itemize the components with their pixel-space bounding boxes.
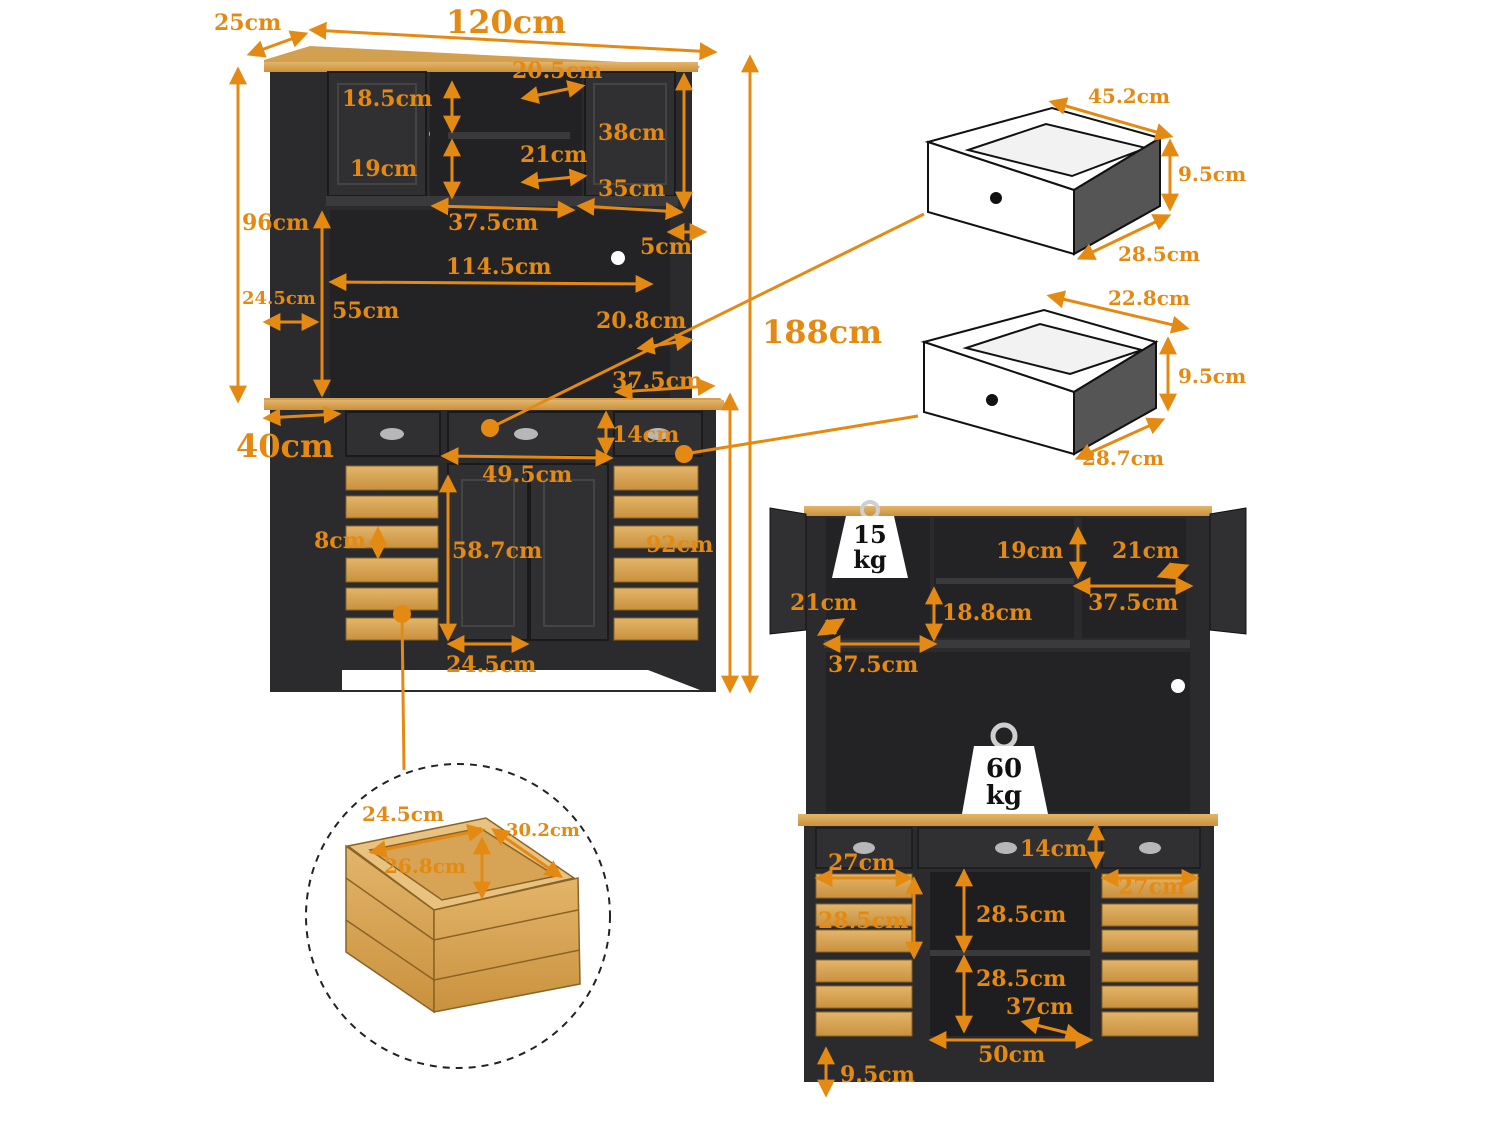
small-drawer-depth-label: 28.7cm (1082, 446, 1165, 470)
side-shelf-b-label: 19cm (350, 156, 418, 182)
large-drawer-depth-label: 28.5cm (1118, 242, 1201, 266)
callout-dot-side-drawer (675, 445, 693, 463)
width-label: 120cm (446, 3, 567, 41)
open-view-dimension-arrows (814, 526, 1200, 1098)
drawer-height-label: 14cm (612, 422, 680, 448)
back-gap-label: 5cm (640, 234, 692, 260)
left-width-label: 37.5cm (828, 652, 919, 678)
cabinet-height-label: 58.7cm (452, 538, 543, 564)
counter-load-value: 60 (985, 754, 1023, 784)
leg-height-label: 9.5cm (840, 1062, 915, 1088)
crate-detail-circle (305, 763, 611, 1069)
base-depth-label: 40cm (236, 427, 334, 465)
door-width-label: 35cm (598, 176, 666, 202)
large-drawer-illustration (924, 106, 1163, 256)
inner-depth-label: 24.5cm (242, 288, 316, 309)
weight-icon-hutch (832, 500, 908, 578)
center-width-bottom-label: 37.5cm (448, 210, 539, 236)
left-depth-label: 21cm (790, 590, 858, 616)
crate-width-left-label: 27cm (828, 850, 896, 876)
cabinet-shelf-bottom-label: 28.5cm (976, 966, 1067, 992)
shelf-depth-label: 21cm (1112, 538, 1180, 564)
crate-illustration (345, 817, 581, 1014)
crate-width-label: 24.5cm (362, 802, 445, 826)
crate-height-open-label: 28.5cm (818, 908, 909, 934)
side-shelf-a-label: 18.5cm (342, 86, 433, 112)
main-dimension-arrows (229, 21, 759, 694)
counter-load-weight: 60 kg (972, 754, 1036, 812)
base-height-label: 92cm (646, 532, 714, 558)
hutch-height-label: 96cm (242, 210, 310, 236)
center-width-top-label: 20.5cm (512, 58, 603, 84)
shelf-height-label: 19cm (996, 538, 1064, 564)
open-height-label: 55cm (332, 298, 400, 324)
cabinet-depth-label: 37cm (1006, 994, 1074, 1020)
center-shelf-label: 18.8cm (942, 600, 1033, 626)
open-depth-label: 20.8cm (596, 308, 687, 334)
open-drawer-height-label: 14cm (1020, 836, 1088, 862)
callout-dot-crate (393, 605, 411, 623)
side-width-label: 37.5cm (1088, 590, 1179, 616)
crate-dimension-arrows (368, 823, 563, 900)
counter-side-label: 37.5cm (612, 368, 703, 394)
crate-gap-label: 8cm (314, 528, 366, 554)
center-width-mid-label: 21cm (520, 142, 588, 168)
hutch-load-value: 15 (853, 520, 887, 549)
cabinet-shelf-top-label: 28.5cm (976, 902, 1067, 928)
crate-depth-label: 30.2cm (506, 820, 580, 841)
small-drawer-illustration (920, 308, 1159, 456)
small-drawer-height-label: 9.5cm (1178, 364, 1247, 388)
counter-load-unit: kg (985, 781, 1023, 812)
callout-dot-center-drawer (481, 419, 499, 437)
weight-icon-counter (962, 722, 1048, 814)
open-width-label: 114.5cm (446, 254, 552, 280)
cabinet-width-label: 50cm (978, 1042, 1046, 1068)
small-drawer-width-label: 22.8cm (1108, 286, 1191, 310)
hutch-load-weight: 15 kg (846, 520, 894, 575)
hutch-load-unit: kg (853, 545, 887, 575)
crate-width-right-label: 27cm (1118, 874, 1186, 900)
base-center-width-label: 49.5cm (482, 462, 573, 488)
crate-height-label: 26.8cm (384, 854, 467, 878)
cabinet-door-width-label: 24.5cm (446, 652, 537, 678)
total-height-label: 188cm (762, 313, 883, 351)
depth-label: 25cm (214, 10, 282, 36)
drawer-dimension-arrows (400, 97, 1190, 771)
door-height-label: 38cm (598, 120, 666, 146)
large-drawer-height-label: 9.5cm (1178, 162, 1247, 186)
large-drawer-width-label: 45.2cm (1088, 84, 1171, 108)
